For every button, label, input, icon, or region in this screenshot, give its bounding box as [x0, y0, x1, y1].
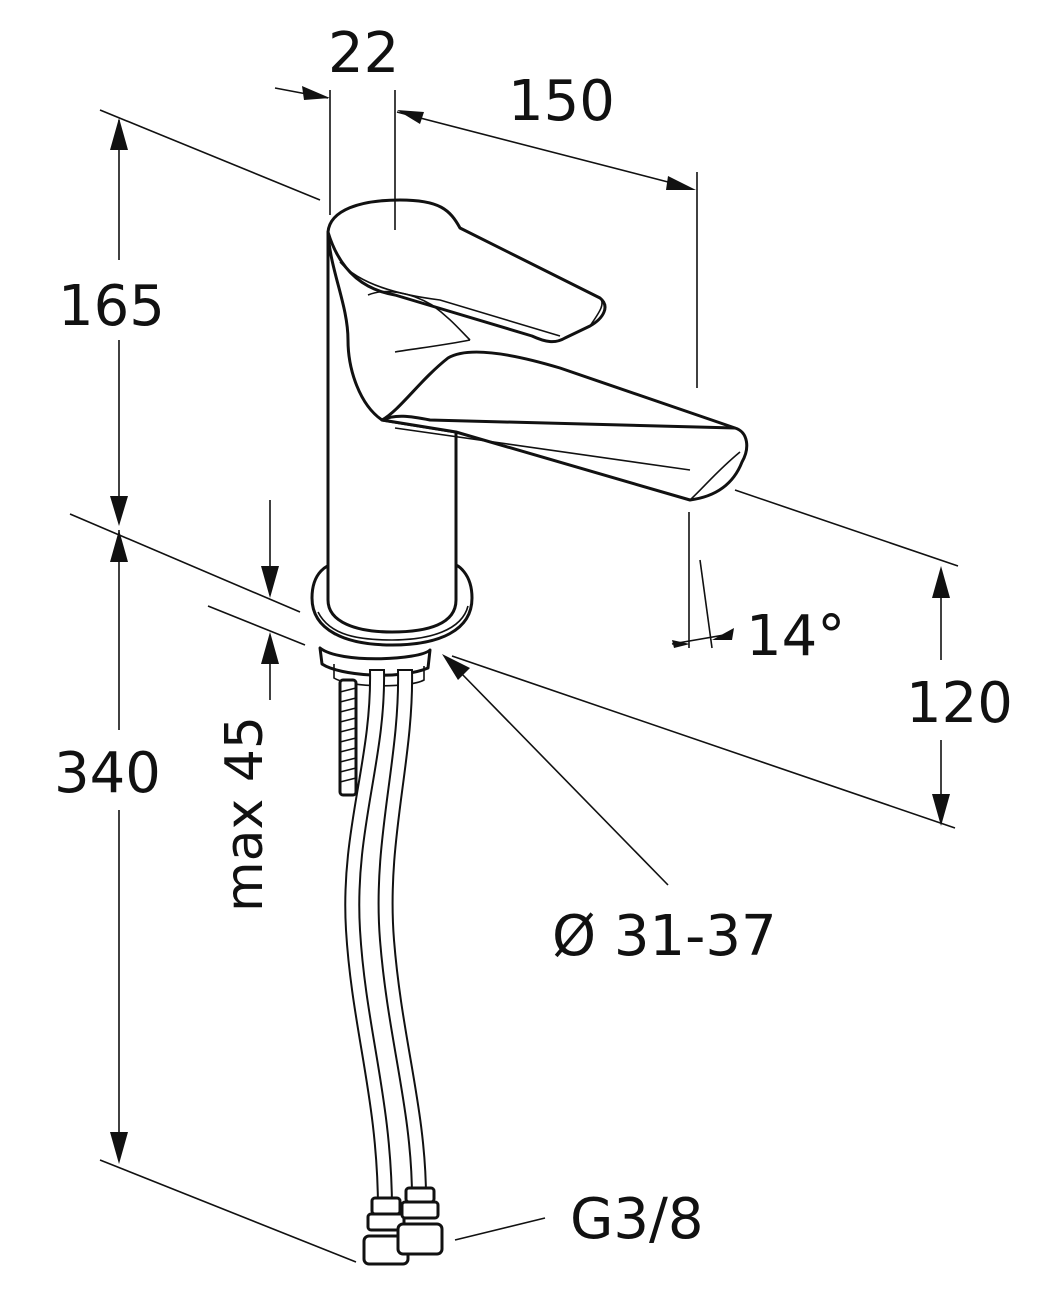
mounting-hardware — [318, 646, 432, 797]
dim-body-height: 165 — [58, 274, 165, 339]
dim-spout-height: 120 — [906, 671, 1013, 736]
dim-spout-reach: 150 — [508, 69, 615, 134]
spout — [380, 414, 749, 502]
connector-right — [396, 1186, 444, 1256]
dimension-lines — [69, 86, 959, 1263]
faucet-body — [310, 198, 749, 647]
dim-hole-diameter: Ø 31-37 — [552, 904, 777, 969]
dim-hose-length: 340 — [54, 741, 161, 806]
flexible-hoses — [344, 669, 444, 1266]
dim-spout-width: 22 — [328, 21, 399, 86]
lever-handle — [326, 198, 607, 344]
dim-deck-thickness: max 45 — [215, 716, 275, 912]
dim-angle: 14° — [746, 604, 845, 669]
dim-connection: G3/8 — [570, 1187, 704, 1252]
